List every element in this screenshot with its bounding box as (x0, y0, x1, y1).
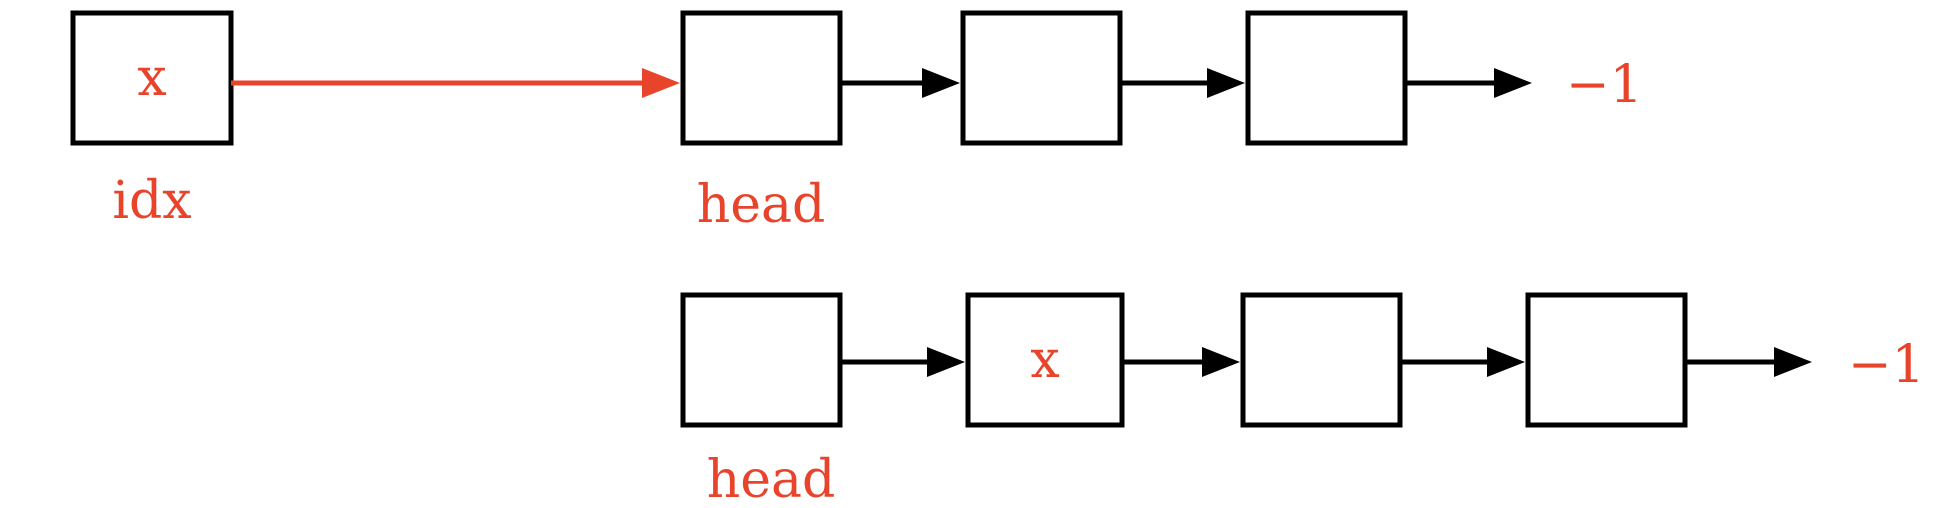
top-node-3 (1245, 10, 1408, 146)
before-insertion-row: x idx head −1 (70, 10, 1643, 235)
insert-arrow-head (642, 68, 680, 98)
after-insertion-row: head x −1 (680, 292, 1925, 508)
bottom-node-4 (1525, 292, 1688, 428)
top-head-node (680, 10, 843, 146)
new-node-label: idx (112, 171, 191, 231)
bottom-head-node (680, 292, 843, 428)
bottom-link-4-arrowhead (1774, 347, 1812, 377)
top-link-3-arrowhead (1494, 68, 1532, 98)
top-link-2-arrowhead (1207, 68, 1245, 98)
new-node-box (70, 10, 234, 146)
bottom-inserted-node-value: x (1030, 330, 1059, 390)
bottom-head-label: head (707, 450, 836, 508)
top-head-label: head (697, 175, 826, 235)
top-link-1-arrowhead (922, 68, 960, 98)
top-null-terminator: −1 (1566, 55, 1643, 115)
bottom-link-2-arrowhead (1202, 347, 1240, 377)
bottom-node-3 (1240, 292, 1403, 428)
bottom-link-3-arrowhead (1487, 347, 1525, 377)
top-node-2 (960, 10, 1123, 146)
bottom-null-terminator: −1 (1848, 335, 1925, 395)
new-node-value: x (137, 48, 166, 108)
bottom-link-1-arrowhead (927, 347, 965, 377)
